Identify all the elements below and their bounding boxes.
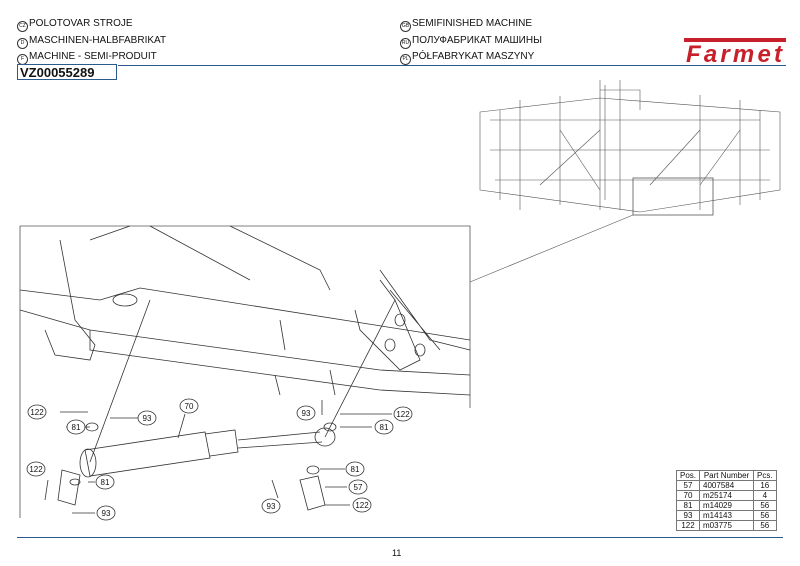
title-text: MACHINE - SEMI-PRODUIT (29, 51, 157, 62)
callout-label: 93 (302, 409, 311, 418)
cell-pcs: 16 (753, 480, 777, 491)
callout-circle (348, 479, 368, 495)
table-header-row: Pos. Part Number Pcs. (675, 470, 777, 481)
lang-gb-icon: GB (400, 21, 411, 32)
cell-pcs: 4 (753, 490, 777, 501)
callout-4: 122 (26, 461, 46, 477)
lang-cz-icon: CZ (17, 21, 28, 32)
callout-circle (66, 419, 86, 435)
callout-circle (374, 419, 394, 435)
callout-circle (96, 505, 116, 521)
header-divider (118, 65, 786, 66)
machine-code: VZ00055289 (17, 64, 117, 80)
callout-circle (26, 461, 46, 477)
header-pcs: Pcs. (753, 470, 777, 481)
cell-pos: 122 (675, 520, 701, 531)
cell-pos: 70 (675, 490, 701, 501)
overview-machine (479, 80, 781, 213)
callout-circle (95, 474, 115, 490)
callout-label: 122 (29, 465, 43, 474)
callout-7: 93 (296, 405, 316, 421)
cell-part: m14143 (699, 510, 755, 521)
callout-label: 81 (380, 423, 389, 432)
callout-circle (27, 404, 47, 420)
page-number: 11 (392, 548, 402, 558)
callout-label: 81 (351, 465, 360, 474)
callout-circle (296, 405, 316, 421)
callout-9: 81 (374, 419, 394, 435)
hydraulic-cylinder (79, 427, 336, 478)
callout-label: 81 (101, 478, 110, 487)
callout-6: 93 (96, 505, 116, 521)
callout-circle (393, 406, 413, 422)
callout-13: 122 (352, 497, 372, 513)
callout-circle (352, 497, 372, 513)
callout-label: 57 (354, 483, 363, 492)
callout-label: 81 (72, 423, 81, 432)
title-text: PÓŁFABRYKAT MASZYNY (412, 51, 535, 62)
callout-0: 122 (27, 404, 47, 420)
svg-text:Farmet: Farmet (686, 41, 783, 64)
callout-group: 122 93 70 81 122 81 93 93 122 81 81 57 93 122 (26, 398, 413, 521)
cell-pcs: 56 (753, 510, 777, 521)
detail-marker (632, 177, 714, 216)
title-text: MASCHINEN-HALBFABRIKAT (29, 35, 167, 46)
callout-5: 81 (95, 474, 115, 490)
callout-12: 93 (261, 498, 281, 514)
farmet-logo: Farmet (684, 38, 786, 64)
cell-part: 4007584 (699, 480, 755, 491)
title-text: SEMIFINISHED MACHINE (412, 18, 533, 29)
cell-part: m25174 (699, 490, 755, 501)
callout-circle (345, 461, 365, 477)
callout-circle (137, 410, 157, 426)
callout-2: 70 (179, 398, 199, 414)
cell-pos: 81 (675, 500, 701, 511)
callout-label: 93 (143, 414, 152, 423)
cell-pcs: 56 (753, 500, 777, 511)
callout-label: 70 (185, 402, 194, 411)
callout-label: 122 (30, 408, 44, 417)
callout-label: 122 (355, 501, 369, 510)
title-text: ПОЛУФАБРИКАТ МАШИНЫ (412, 35, 542, 46)
callout-label: 122 (396, 410, 410, 419)
title-text: POLOTOVAR STROJE (29, 18, 133, 29)
callout-3: 81 (66, 419, 86, 435)
cell-pos: 57 (675, 480, 701, 491)
detail-frame-parts (19, 225, 471, 396)
lang-ru-icon: RU (400, 38, 411, 49)
cell-part: m14029 (699, 500, 755, 511)
callout-8: 122 (393, 406, 413, 422)
callout-10: 81 (345, 461, 365, 477)
lang-d-icon: D (17, 38, 28, 49)
header-part-number: Part Number (699, 470, 755, 481)
callout-label: 93 (102, 509, 111, 518)
cell-pos: 93 (675, 510, 701, 521)
footer-divider (17, 537, 783, 538)
cell-pcs: 56 (753, 520, 777, 531)
lang-pl-icon: PL (400, 54, 411, 65)
callout-label: 93 (267, 502, 276, 511)
header-pos: Pos. (675, 470, 701, 481)
callout-1: 93 (137, 410, 157, 426)
cell-part: m03775 (699, 520, 755, 531)
callout-11: 57 (348, 479, 368, 495)
callout-circle (261, 498, 281, 514)
callout-circle (179, 398, 199, 414)
